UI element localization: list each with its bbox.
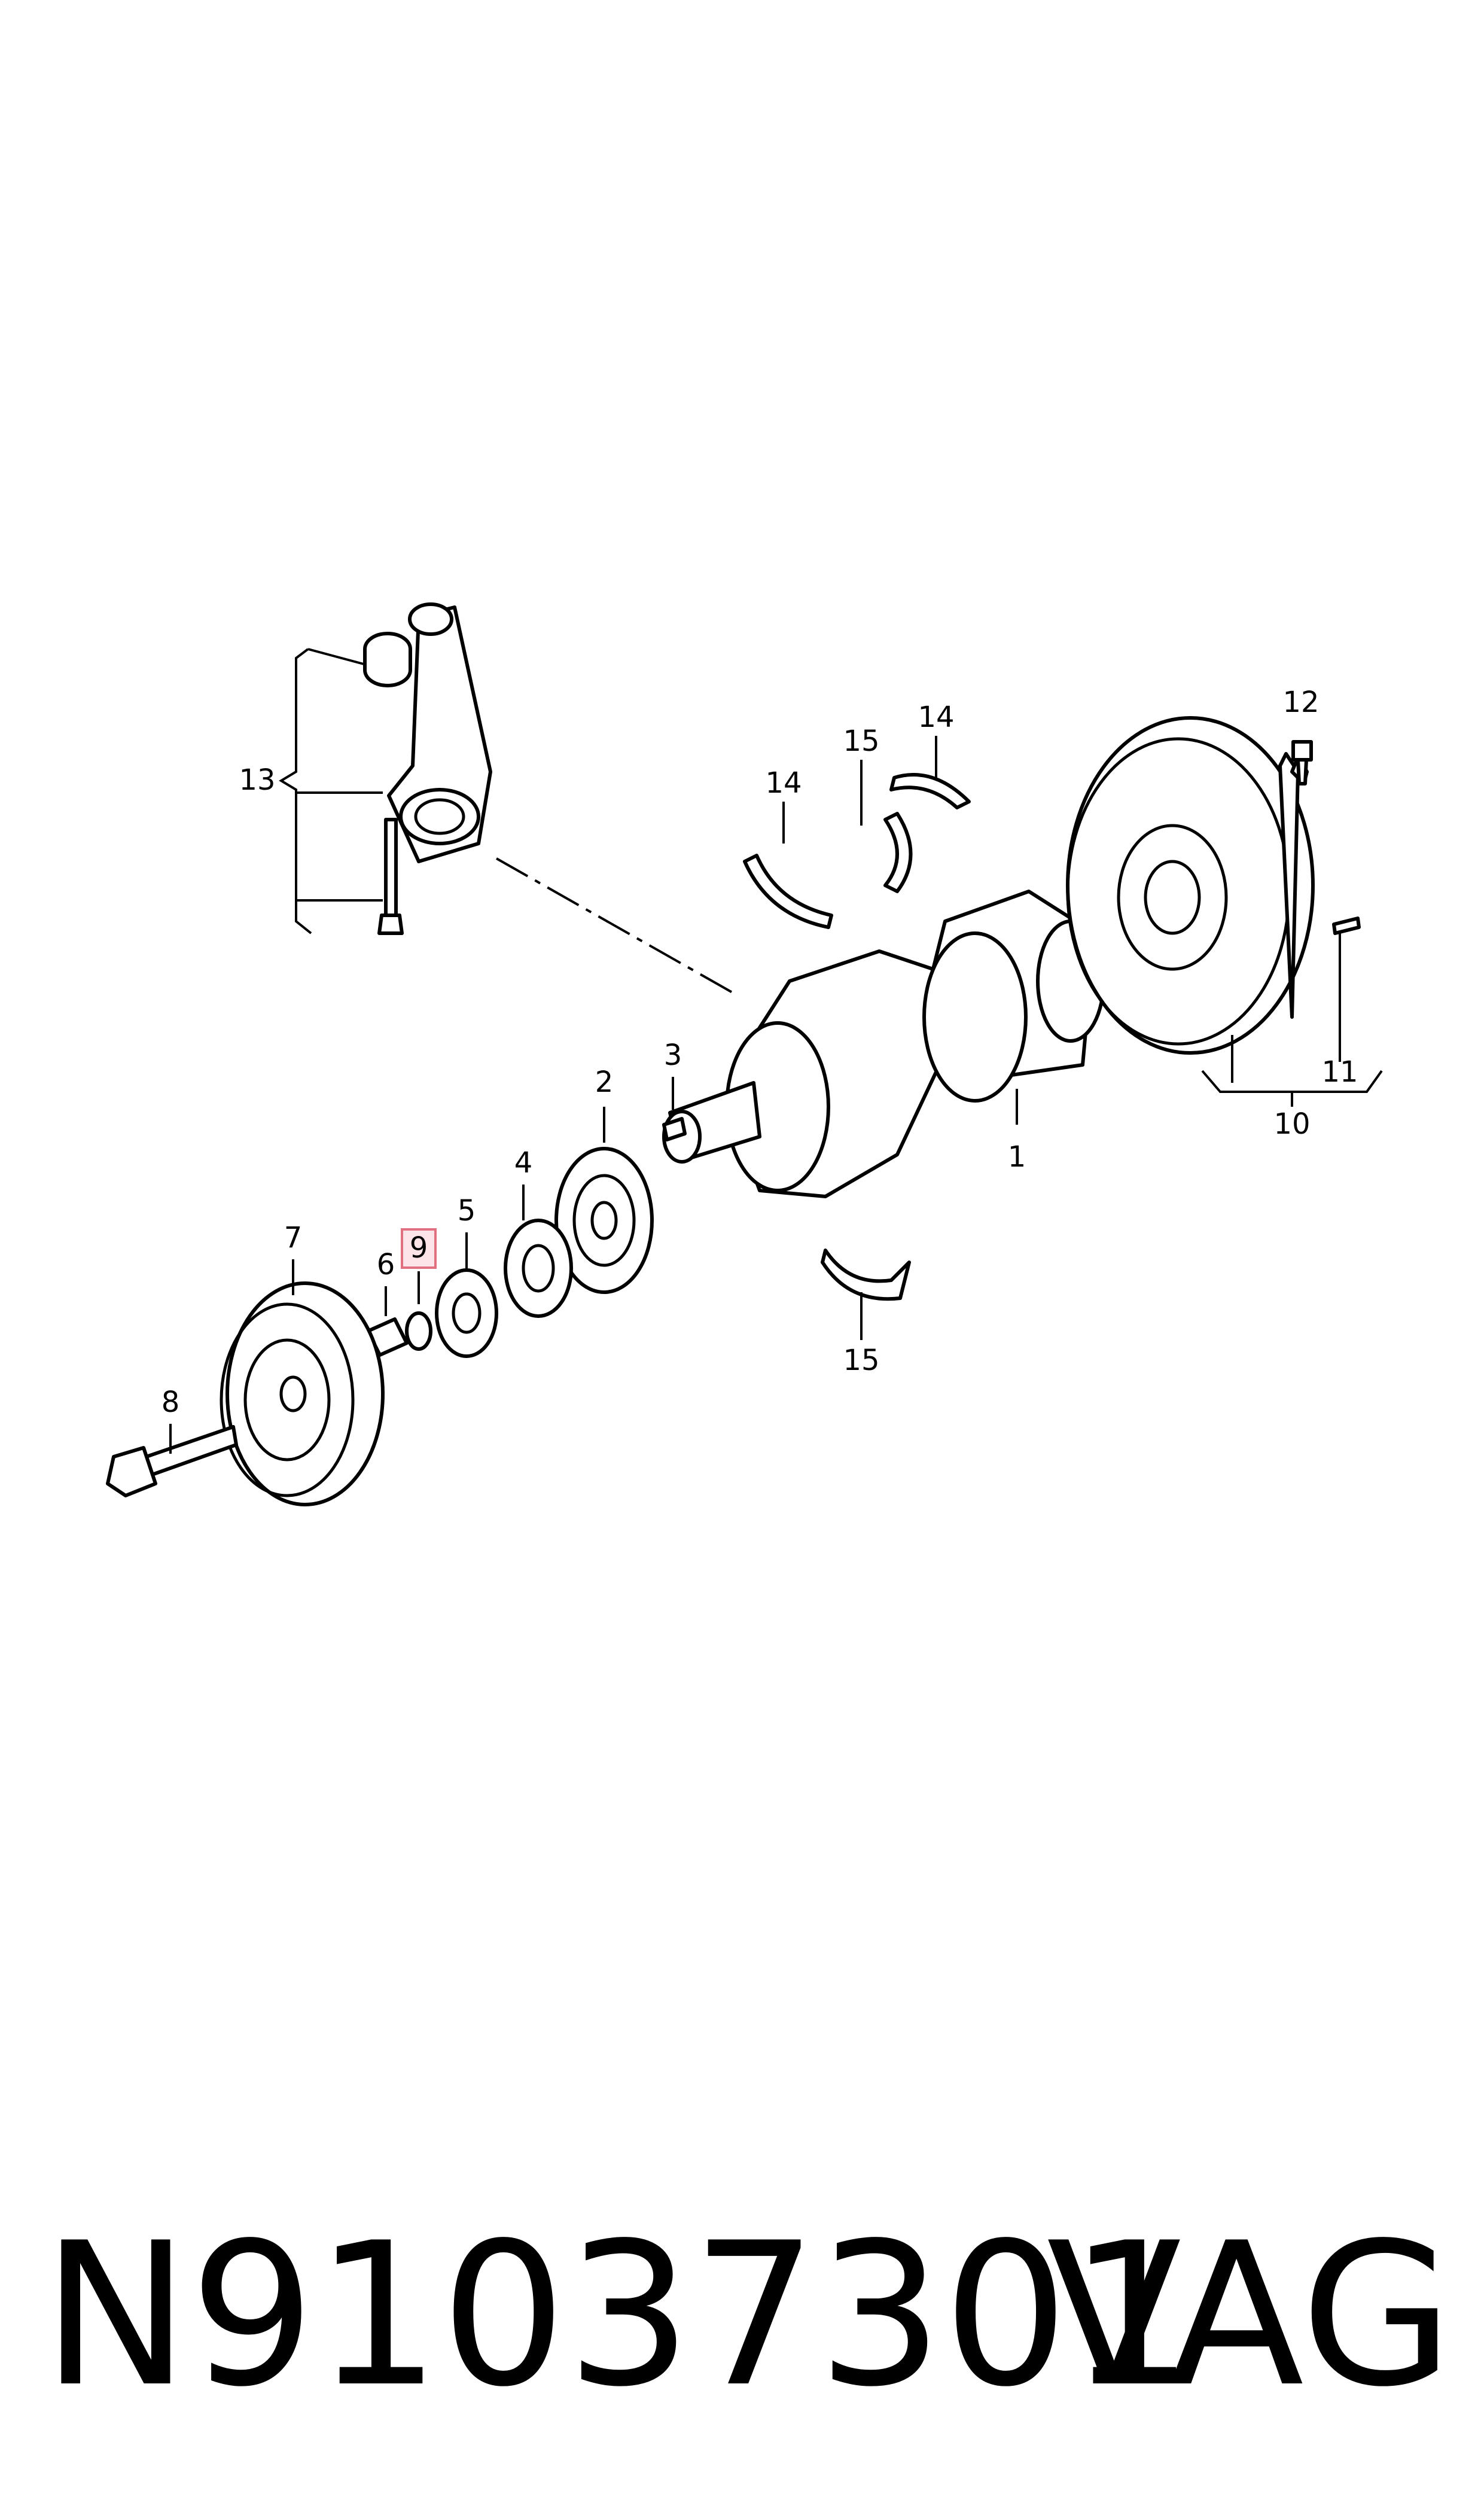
diagram-stroke xyxy=(522,1244,555,1293)
diagram-stroke xyxy=(279,648,364,934)
highlight-box-9 xyxy=(401,1228,437,1269)
diagram-stroke xyxy=(922,931,1028,1103)
o-ring xyxy=(405,1311,432,1351)
diagram-stroke xyxy=(572,1174,636,1267)
diagram-stroke xyxy=(363,632,412,687)
diagram-stroke xyxy=(496,857,739,997)
callout-7: 7 xyxy=(284,1221,303,1255)
callout-1: 1 xyxy=(1008,1140,1026,1174)
crankshaft-gear xyxy=(554,1077,687,1294)
diagram-stroke xyxy=(279,1375,307,1412)
diagram-stroke xyxy=(384,818,398,917)
diagram-stroke xyxy=(414,798,465,835)
sprockets-and-spacers xyxy=(366,1185,573,1358)
part-number: N91037301 xyxy=(42,2200,1194,2430)
crankshaft xyxy=(662,890,1105,1198)
diagram-stroke xyxy=(452,1292,482,1334)
callout-5: 5 xyxy=(458,1194,476,1228)
callout-13: 13 xyxy=(239,763,275,797)
diagram-stroke xyxy=(743,854,833,929)
callout-11: 11 xyxy=(1321,1055,1358,1089)
main-bearing-shells xyxy=(743,736,971,1340)
diagram-stroke xyxy=(1144,860,1201,935)
callout-14-right: 14 xyxy=(918,701,954,734)
diagram-stroke xyxy=(377,914,404,935)
diagram-stroke xyxy=(1296,758,1308,785)
brand: VAG xyxy=(1046,2200,1453,2430)
diagram-stroke xyxy=(1291,740,1313,762)
diagram-stroke xyxy=(603,1077,674,1143)
flywheel xyxy=(1066,716,1383,1107)
diagram-stroke xyxy=(821,1249,911,1301)
crankshaft-pulley xyxy=(106,1259,385,1506)
callout-10: 10 xyxy=(1273,1107,1310,1141)
callout-3: 3 xyxy=(664,1039,682,1072)
diagram-stroke xyxy=(554,1147,654,1294)
diagram-stroke xyxy=(1231,933,1341,1083)
diagram-stroke xyxy=(408,602,453,636)
callout-15-top: 15 xyxy=(843,724,879,758)
diagram-stroke xyxy=(662,1117,687,1141)
callout-9: 9 xyxy=(410,1231,428,1265)
diagram-stroke xyxy=(504,1219,573,1318)
diagram-stroke xyxy=(782,736,937,1340)
diagram-stroke xyxy=(435,1268,498,1358)
diagram-stroke xyxy=(889,773,971,809)
diagram-stroke xyxy=(590,1201,618,1240)
diagram-stroke xyxy=(220,1302,355,1497)
footer: N91037301 VAG xyxy=(42,2213,1453,2417)
diagram-stroke xyxy=(399,788,480,845)
connecting-rod xyxy=(279,602,739,997)
callout-2: 2 xyxy=(595,1065,614,1099)
diagram-stroke xyxy=(243,1338,331,1462)
callout-6: 6 xyxy=(377,1248,395,1281)
diagram-stroke xyxy=(883,812,913,893)
callout-4: 4 xyxy=(514,1146,533,1180)
diagram-stroke xyxy=(169,1259,294,1454)
diagram-stroke xyxy=(1201,1070,1383,1107)
diagram-stroke xyxy=(106,1446,157,1497)
callout-8: 8 xyxy=(161,1386,180,1419)
callout-14-left: 14 xyxy=(765,766,802,800)
callout-12: 12 xyxy=(1282,686,1319,719)
diagram-stroke xyxy=(385,1185,525,1316)
callout-15-bottom: 15 xyxy=(843,1344,879,1377)
diagram-stroke xyxy=(1332,917,1361,935)
diagram-stroke xyxy=(1117,824,1228,971)
diagram-stroke xyxy=(296,791,383,902)
